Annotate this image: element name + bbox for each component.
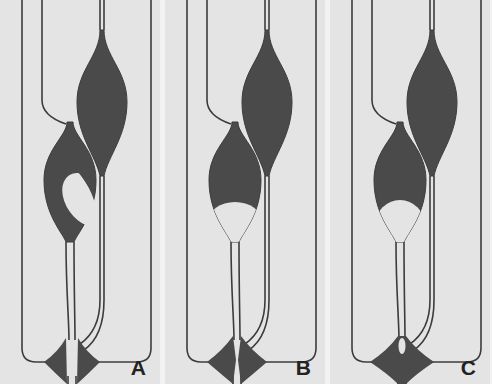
liquid-plug xyxy=(370,336,434,384)
glass-tube xyxy=(239,242,240,340)
glass-tube xyxy=(429,0,431,30)
glass-tube xyxy=(404,242,405,340)
bubble xyxy=(399,338,406,354)
panel-ground xyxy=(0,0,160,384)
glass-tube xyxy=(67,376,69,384)
tube-panel xyxy=(165,0,325,384)
liquid-plug xyxy=(77,338,100,384)
glass-tube xyxy=(75,376,77,384)
glass-tube xyxy=(231,242,234,340)
glass-tube xyxy=(103,0,105,30)
liquid-plug xyxy=(44,338,67,384)
panel-letter: A xyxy=(131,357,146,378)
liquid-plug xyxy=(238,336,267,384)
liquid-plug xyxy=(207,336,236,384)
glass-tube xyxy=(372,0,396,124)
glass-tube xyxy=(99,0,101,30)
panel-letter: B xyxy=(296,357,311,378)
glass-tube xyxy=(207,0,231,124)
air-pocket xyxy=(208,202,262,242)
tube-panel xyxy=(330,0,490,384)
panel-ground xyxy=(330,0,490,384)
glass-tube xyxy=(66,242,69,340)
panel-ground xyxy=(165,0,325,384)
tube-panel xyxy=(0,0,160,384)
glass-tube xyxy=(396,242,399,340)
glass-tube xyxy=(268,0,270,30)
glass-tube xyxy=(264,0,266,30)
air-pocket xyxy=(375,200,425,252)
panel-letter: C xyxy=(461,357,476,378)
middle-bulb xyxy=(209,122,261,242)
glass-tube xyxy=(74,242,75,340)
air-pocket xyxy=(52,164,119,236)
glass-tube xyxy=(42,0,66,124)
glass-tube xyxy=(433,0,435,30)
